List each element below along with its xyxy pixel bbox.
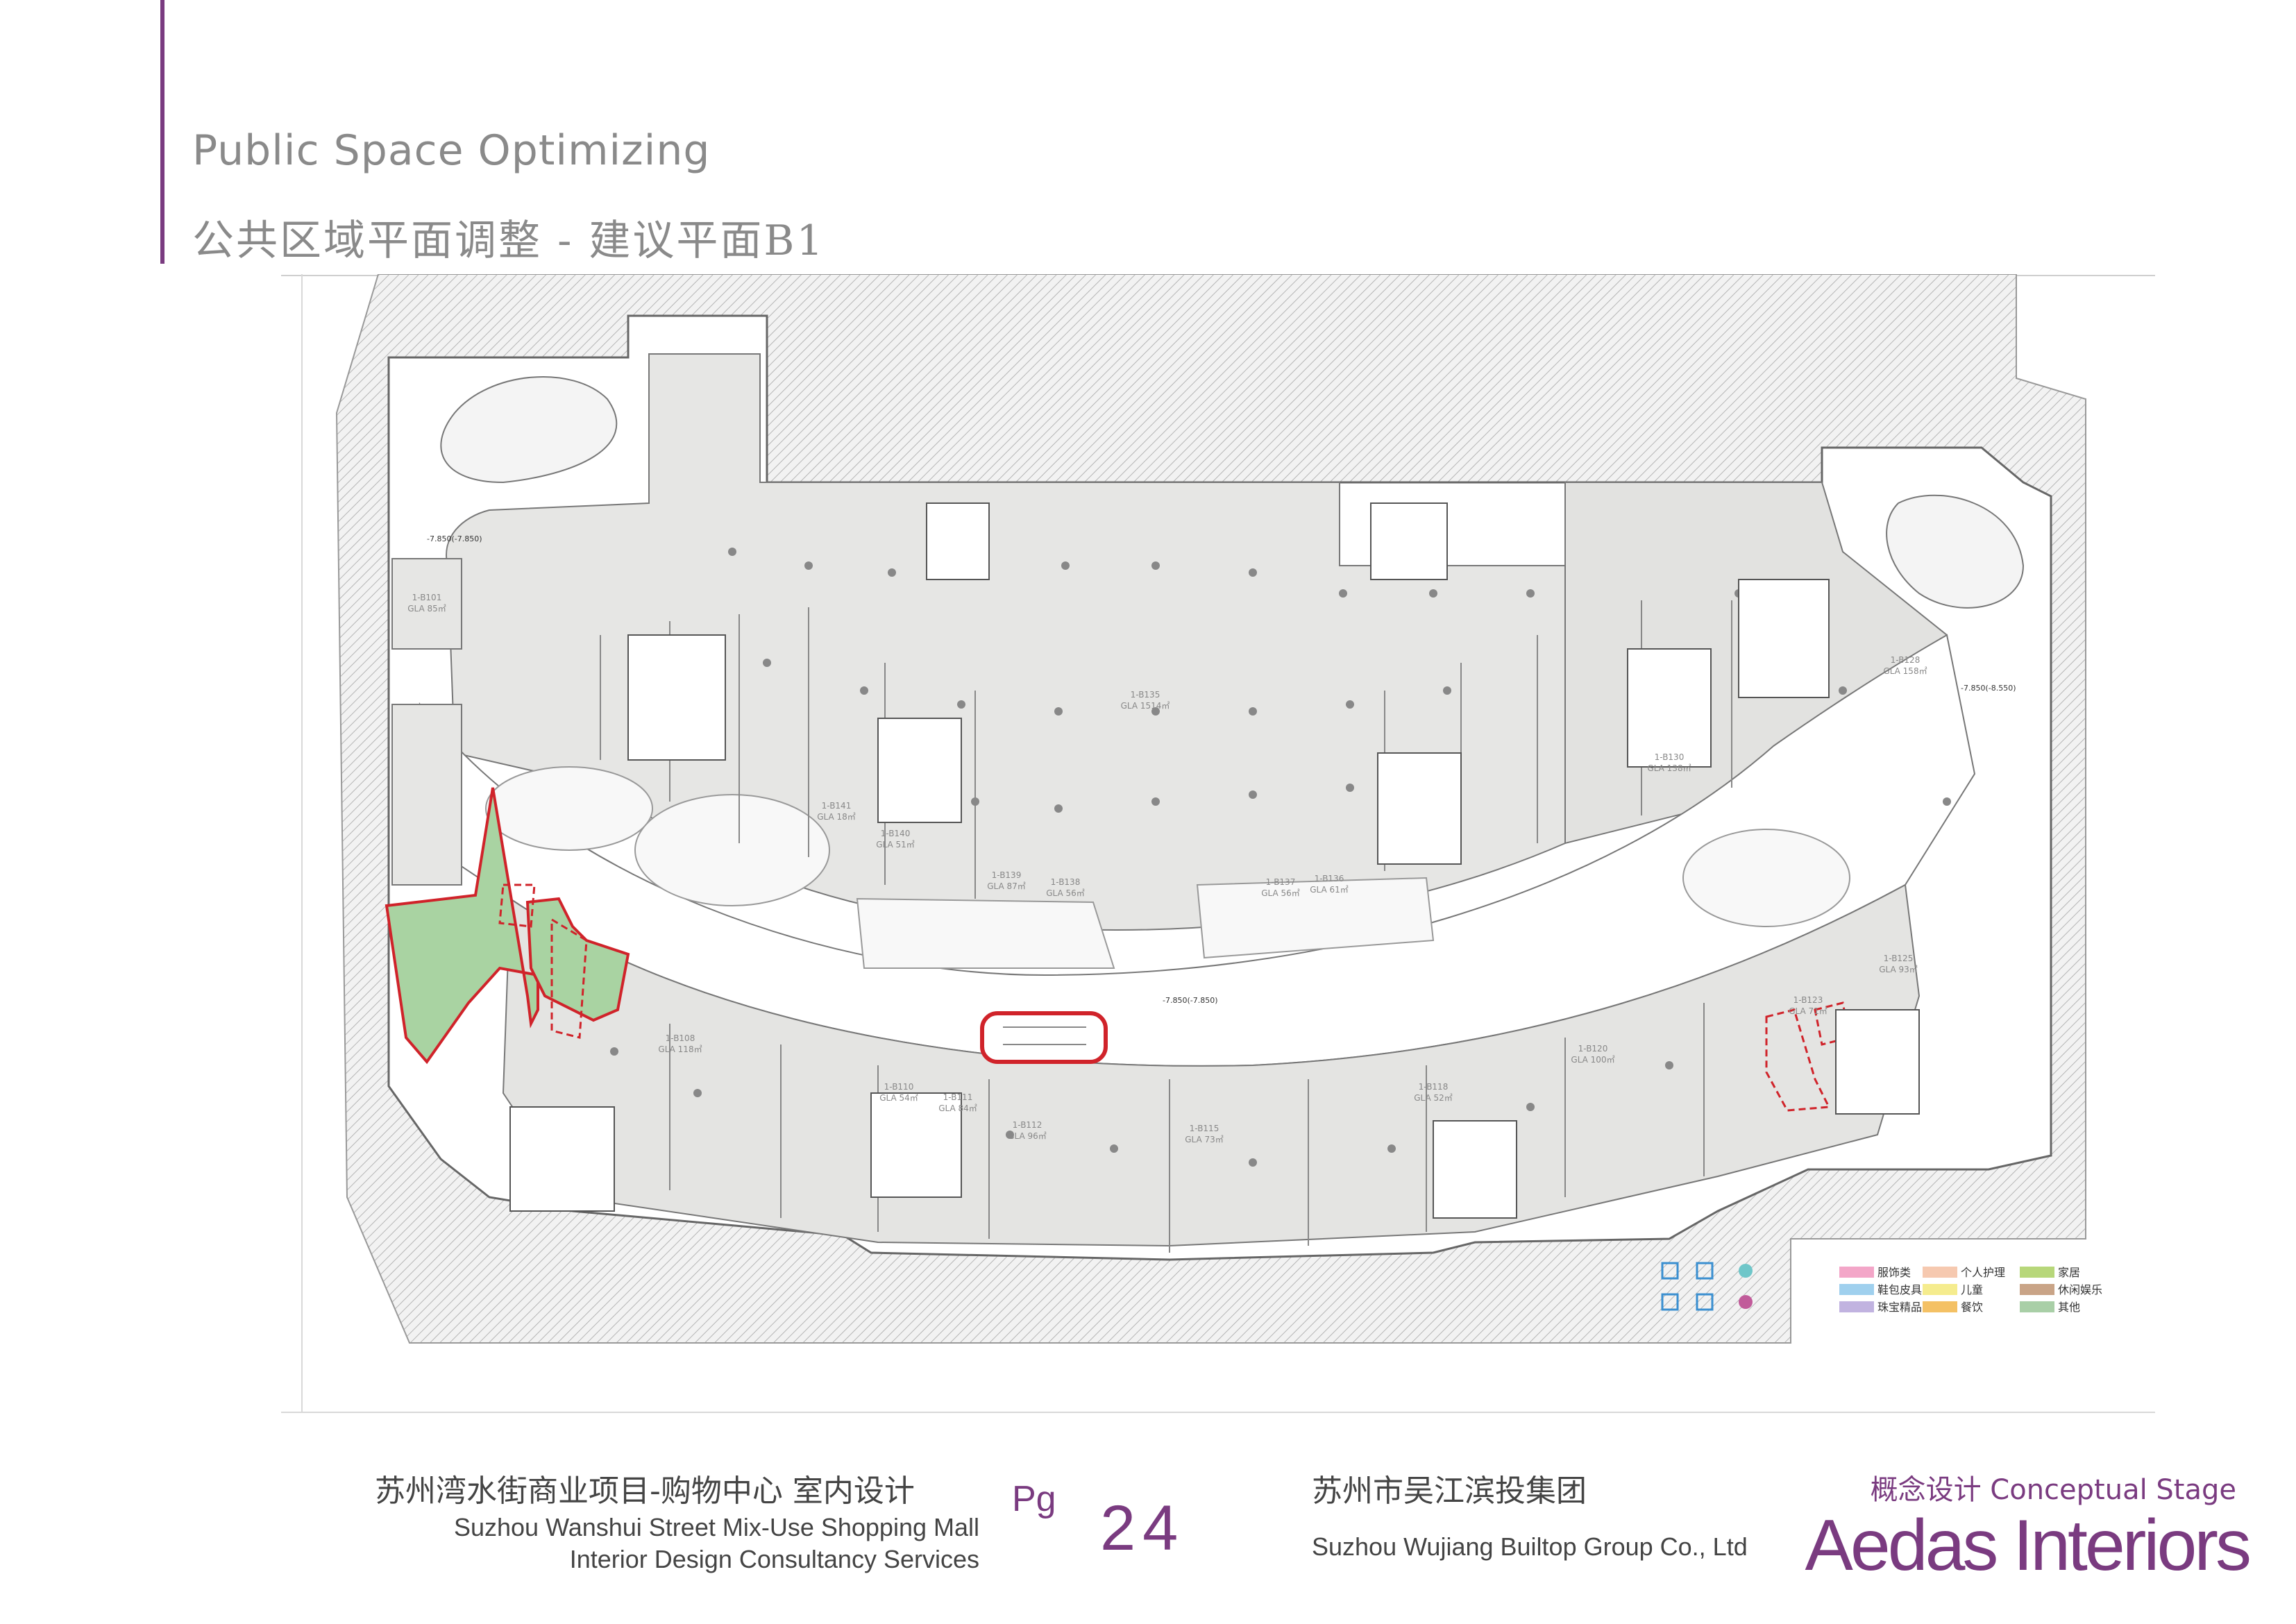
unit-id: 1-B125 — [1884, 954, 1914, 963]
client-name-cn: 苏州市吴江滨投集团 — [1312, 1473, 1587, 1509]
unit-gla: GLA 158㎡ — [1883, 666, 1927, 676]
unit-id: 1-B120 — [1578, 1044, 1608, 1054]
unit-id: 1-B111 — [943, 1092, 973, 1102]
legend-label: 珠宝精品 — [1877, 1301, 1922, 1314]
unit-id: 1-B136 — [1315, 874, 1344, 883]
unit-id: 1-B140 — [881, 829, 911, 838]
unit-gla: GLA 118㎡ — [658, 1044, 702, 1054]
unit-id: 1-B138 — [1051, 877, 1081, 887]
unit-gla: GLA 61㎡ — [1310, 885, 1349, 895]
unit-id: 1-B101 — [412, 593, 442, 602]
unit-id: 1-B112 — [1013, 1120, 1043, 1130]
project-scope-en: Interior Design Consultancy Services — [569, 1545, 979, 1573]
legend-label: 家居 — [2058, 1266, 2080, 1279]
unit-id: 1-B137 — [1266, 877, 1296, 887]
elevation-note: -7.850(-7.850) — [1163, 996, 1218, 1005]
project-title-en: Suzhou Wanshui Street Mix-Use Shopping M… — [453, 1513, 979, 1541]
page-number: 24 — [1100, 1493, 1185, 1564]
unit-id: 1-B139 — [992, 870, 1022, 880]
unit-gla: GLA 87㎡ — [987, 881, 1026, 891]
unit-id: 1-B130 — [1655, 752, 1685, 762]
unit-gla: GLA 18㎡ — [817, 812, 856, 822]
elevation-note: -7.850(-8.550) — [1961, 684, 2016, 693]
legend-swatches — [1839, 1267, 2054, 1312]
page-subtitle: 公共区域平面调整 - 建议平面B1 — [192, 217, 825, 265]
accent-bar — [160, 0, 164, 264]
unit-id: 1-B108 — [666, 1033, 695, 1043]
page-label: Pg — [1012, 1479, 1056, 1519]
legend-icons — [1661, 1262, 1714, 1311]
elevation-note: -7.850(-7.850) — [427, 534, 482, 543]
legend-label: 鞋包皮具 — [1877, 1283, 1922, 1296]
unit-gla: GLA 1514㎡ — [1121, 701, 1170, 711]
brand-logo: Aedas Interiors — [1805, 1505, 2252, 1586]
legend-label: 休闲娱乐 — [2058, 1283, 2102, 1296]
client-name-en: Suzhou Wujiang Builtop Group Co., Ltd — [1312, 1532, 1748, 1561]
unit-gla: GLA 138㎡ — [1647, 763, 1691, 773]
unit-gla: GLA 56㎡ — [1046, 888, 1085, 898]
legend-label: 餐饮 — [1961, 1301, 1983, 1314]
unit-gla: GLA 73㎡ — [1185, 1135, 1224, 1144]
unit-gla: GLA 54㎡ — [879, 1093, 918, 1103]
unit-id: 1-B135 — [1131, 690, 1160, 700]
unit-gla: GLA 71㎡ — [1789, 1006, 1827, 1016]
unit-id: 1-B110 — [884, 1082, 914, 1092]
unit-gla: GLA 51㎡ — [876, 840, 915, 849]
unit-gla: GLA 85㎡ — [407, 604, 446, 614]
highlight-green-zone — [385, 787, 539, 1065]
highlight-lobby — [980, 1011, 1108, 1064]
unit-id: 1-B141 — [822, 801, 852, 811]
unit-id: 1-B128 — [1891, 655, 1921, 665]
unit-gla: GLA 84㎡ — [938, 1103, 977, 1113]
legend-label: 服饰类 — [1877, 1266, 1911, 1279]
unit-gla: GLA 52㎡ — [1414, 1093, 1453, 1103]
unit-gla: GLA 100㎡ — [1571, 1055, 1614, 1065]
page-title: Public Space Optimizing — [192, 126, 711, 175]
project-title-cn: 苏州湾水街商业项目-购物中心 室内设计 — [375, 1473, 915, 1509]
legend-label: 其他 — [2058, 1301, 2080, 1314]
unit-id: 1-B115 — [1190, 1124, 1219, 1133]
legend-label: 个人护理 — [1961, 1266, 2005, 1279]
design-stage: 概念设计 Conceptual Stage — [1870, 1474, 2236, 1506]
unit-gla: GLA 96㎡ — [1008, 1131, 1047, 1141]
unit-id: 1-B123 — [1793, 995, 1823, 1005]
legend-label: 儿童 — [1961, 1283, 1983, 1296]
unit-id: 1-B118 — [1419, 1082, 1449, 1092]
unit-gla: GLA 93㎡ — [1879, 965, 1918, 974]
floor-plan: 服饰类 个人护理 家居 鞋包皮具 儿童 休闲娱乐 珠宝精品 餐饮 其他 1-B1… — [281, 274, 2155, 1413]
unit-gla: GLA 56㎡ — [1261, 888, 1300, 898]
